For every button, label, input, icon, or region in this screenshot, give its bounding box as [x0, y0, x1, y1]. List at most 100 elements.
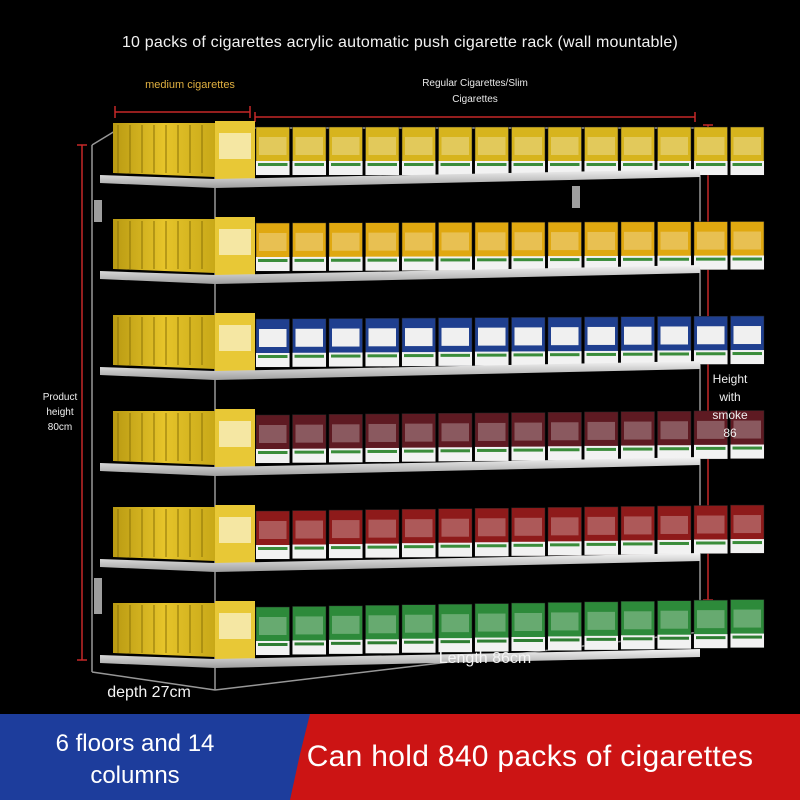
shelf-floor [100, 121, 765, 188]
cigarette-pack [292, 126, 327, 176]
side-pack-block [113, 219, 215, 273]
cigarette-pack [365, 126, 400, 176]
page-title: 10 packs of cigarettes acrylic automatic… [121, 34, 679, 51]
cigarette-pack [620, 506, 655, 555]
length-label: Length 86cm [438, 650, 532, 667]
cigarette-pack [730, 599, 765, 648]
cigarette-pack [474, 317, 509, 366]
cigarette-pack [474, 603, 509, 652]
cigarette-pack [255, 414, 290, 464]
banner-capacity-text: Can hold 840 packs of cigarettes [306, 740, 754, 773]
cigarette-pack [438, 222, 473, 271]
shelf-lip [100, 169, 700, 188]
cigarette-pack [584, 126, 619, 176]
cigarette-pack [511, 412, 546, 461]
cigarette-pack [511, 221, 546, 271]
cigarette-pack [547, 221, 582, 271]
cigarette-pack [255, 606, 290, 656]
shelf-lip [100, 265, 700, 284]
cigarette-pack [584, 506, 619, 556]
smoke-height-label: Height with smoke 86 [712, 372, 748, 440]
cigarette-pack [474, 126, 509, 176]
cigarette-pack [401, 604, 436, 653]
cigarette-pack [474, 508, 509, 557]
cigarette-pack [547, 412, 582, 461]
cigarette-pack [511, 602, 546, 652]
cigarette-pack [365, 509, 400, 558]
cigarette-pack [365, 222, 400, 271]
cigarette-pack [547, 126, 582, 176]
cigarette-pack [401, 413, 436, 462]
medium-pack-label [219, 613, 251, 639]
cigarette-pack [511, 507, 546, 557]
cigarette-pack [401, 126, 436, 176]
medium-pack-label [219, 421, 251, 447]
cigarette-pack [328, 222, 363, 272]
cigarette-pack [401, 317, 436, 367]
cigarette-pack [693, 505, 728, 554]
cigarette-pack [438, 126, 473, 176]
shelf-floor [100, 409, 765, 476]
banner-floors-text: 6 floors and 14 columns [55, 730, 215, 789]
cigarette-pack [620, 126, 655, 176]
cigarette-pack [328, 318, 363, 367]
cigarette-pack [657, 600, 692, 649]
cigarette-pack [730, 221, 765, 270]
side-pack-block [113, 507, 215, 561]
cigarette-pack [547, 602, 582, 651]
side-pack-block [113, 123, 215, 177]
cigarette-pack [328, 126, 363, 176]
cigarette-pack [693, 410, 728, 460]
banner-right-panel [290, 714, 800, 800]
cigarette-pack [365, 318, 400, 367]
cigarette-pack [328, 605, 363, 655]
cigarette-pack [328, 509, 363, 559]
cigarette-pack [657, 221, 692, 270]
cigarette-pack [730, 315, 765, 365]
cigarette-pack [365, 605, 400, 654]
cigarette-pack [620, 411, 655, 460]
cigarette-pack [438, 508, 473, 557]
dimension-lines [77, 106, 713, 661]
cigarette-pack [693, 599, 728, 649]
cigarette-pack [657, 316, 692, 365]
medium-pack-label [219, 133, 251, 159]
cigarette-pack [657, 410, 692, 460]
medium-cigarettes-label: medium cigarettes [145, 79, 235, 91]
cigarette-pack [255, 222, 290, 272]
shelf-floor [100, 313, 765, 380]
shelf-lip [100, 553, 700, 572]
cigarette-pack [438, 317, 473, 367]
medium-pack-label [219, 325, 251, 351]
cigarette-pack [693, 221, 728, 270]
cigarette-pack [401, 222, 436, 271]
cigarette-pack [328, 414, 363, 463]
cigarette-pack [547, 316, 582, 366]
cigarette-pack [657, 505, 692, 555]
shelf-floor [100, 504, 765, 572]
cigarette-pack [547, 507, 582, 556]
side-pack-block [113, 315, 215, 369]
cigarette-pack [292, 414, 327, 463]
cigarette-pack [584, 601, 619, 651]
cigarette-pack [255, 510, 290, 560]
banner-left-panel [0, 714, 340, 800]
medium-pack-label [219, 517, 251, 543]
medium-pack-label [219, 229, 251, 255]
side-pack-block [113, 603, 215, 657]
cigarette-pack [255, 126, 290, 176]
shelf-floor [100, 599, 765, 668]
cigarette-pack [730, 410, 765, 459]
shelf-lip [100, 649, 700, 668]
shelf-floor [100, 217, 765, 284]
side-pack-block [113, 411, 215, 465]
cigarette-pack [511, 317, 546, 366]
cigarette-pack [620, 221, 655, 271]
cigarette-pack [438, 413, 473, 462]
depth-label: depth 27cm [107, 684, 191, 701]
cigarette-pack [292, 318, 327, 368]
cigarette-pack [584, 221, 619, 271]
cigarette-pack [620, 316, 655, 365]
shelves [100, 121, 765, 668]
